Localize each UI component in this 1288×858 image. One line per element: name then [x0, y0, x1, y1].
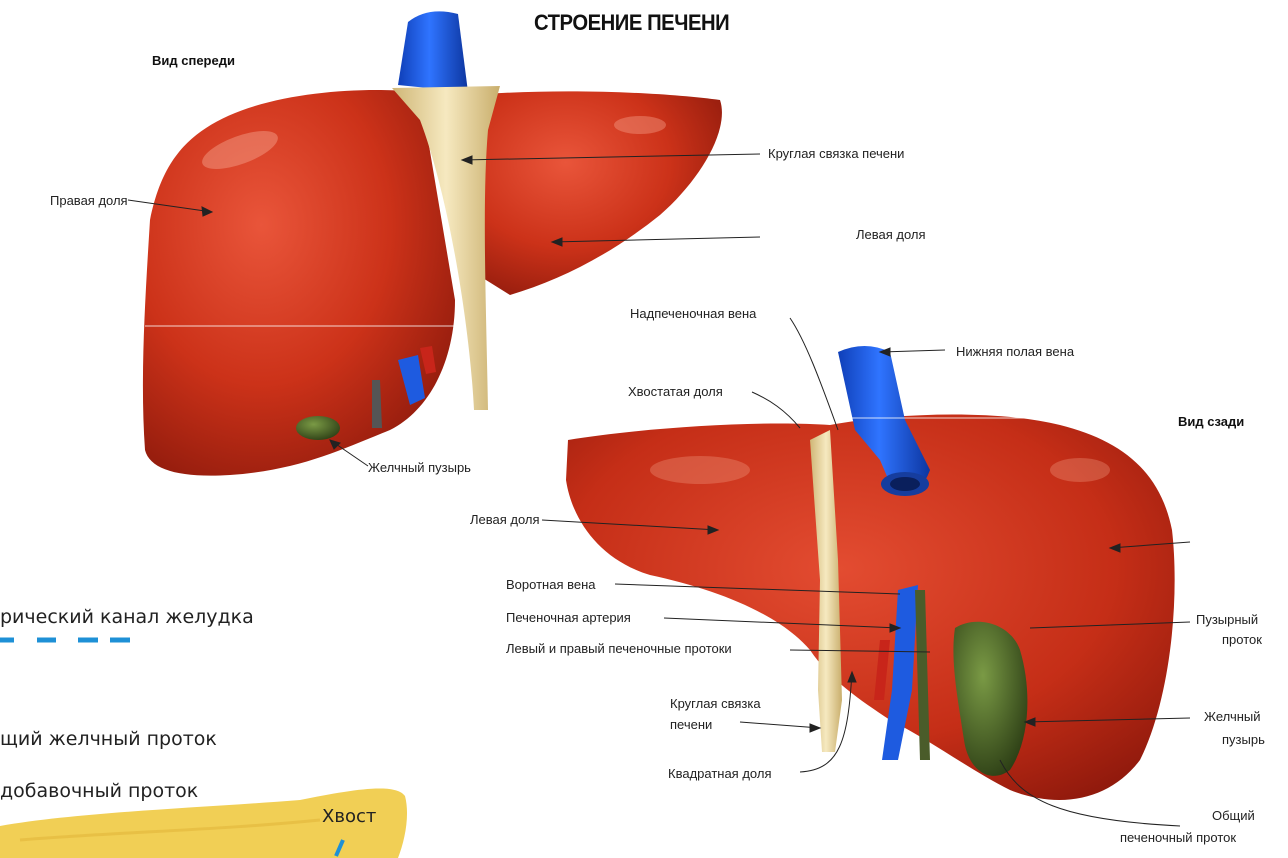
label-common-duct-2: печеночный проток	[1120, 830, 1236, 846]
label-common-duct-1: Общий	[1212, 808, 1255, 824]
label-caudate-lobe: Хвостатая доля	[628, 384, 723, 400]
label-back-round-ligament-2: печени	[670, 717, 712, 733]
back-view-heading: Вид сзади	[1178, 414, 1244, 429]
front-gallbladder-shape	[296, 416, 340, 440]
label-back-round-ligament-1: Круглая связка	[670, 696, 761, 712]
front-right-lobe	[143, 90, 455, 476]
label-inferior-vena-cava: Нижняя полая вена	[956, 344, 1074, 360]
label-front-left-lobe: Левая доля	[856, 227, 926, 243]
front-liver	[143, 11, 722, 475]
overlay-tail-label: Хвост	[322, 806, 376, 827]
label-back-gallbladder-2: пузырь	[1222, 732, 1265, 748]
front-view-heading: Вид спереди	[152, 53, 235, 68]
overlay-accessory-duct: добавочный проток	[0, 780, 198, 802]
label-back-left-lobe: Левая доля	[470, 512, 540, 528]
page-title: СТРОЕНИЕ ПЕЧЕНИ	[534, 10, 729, 36]
back-liver	[566, 346, 1175, 800]
label-hepatic-vein: Надпеченочная вена	[630, 306, 756, 322]
label-front-gallbladder: Желчный пузырь	[368, 460, 471, 476]
label-right-lobe: Правая доля	[50, 193, 128, 209]
label-front-round-ligament: Круглая связка печени	[768, 146, 904, 162]
label-quadrate-lobe: Квадратная доля	[668, 766, 772, 782]
label-portal-vein: Воротная вена	[506, 577, 596, 593]
label-cystic-duct-1: Пузырный	[1196, 612, 1258, 628]
front-vena-cava	[398, 11, 468, 92]
label-hepatic-artery: Печеночная артерия	[506, 610, 631, 626]
label-back-gallbladder-1: Желчный	[1204, 709, 1261, 725]
label-hepatic-ducts: Левый и правый печеночные протоки	[506, 641, 732, 657]
overlay-common-bile-duct: щий желчный проток	[0, 728, 217, 750]
front-left-lobe	[470, 91, 722, 295]
overlay-pyloric-canal: рический канал желудка	[0, 606, 254, 628]
label-cystic-duct-2: проток	[1222, 632, 1262, 648]
